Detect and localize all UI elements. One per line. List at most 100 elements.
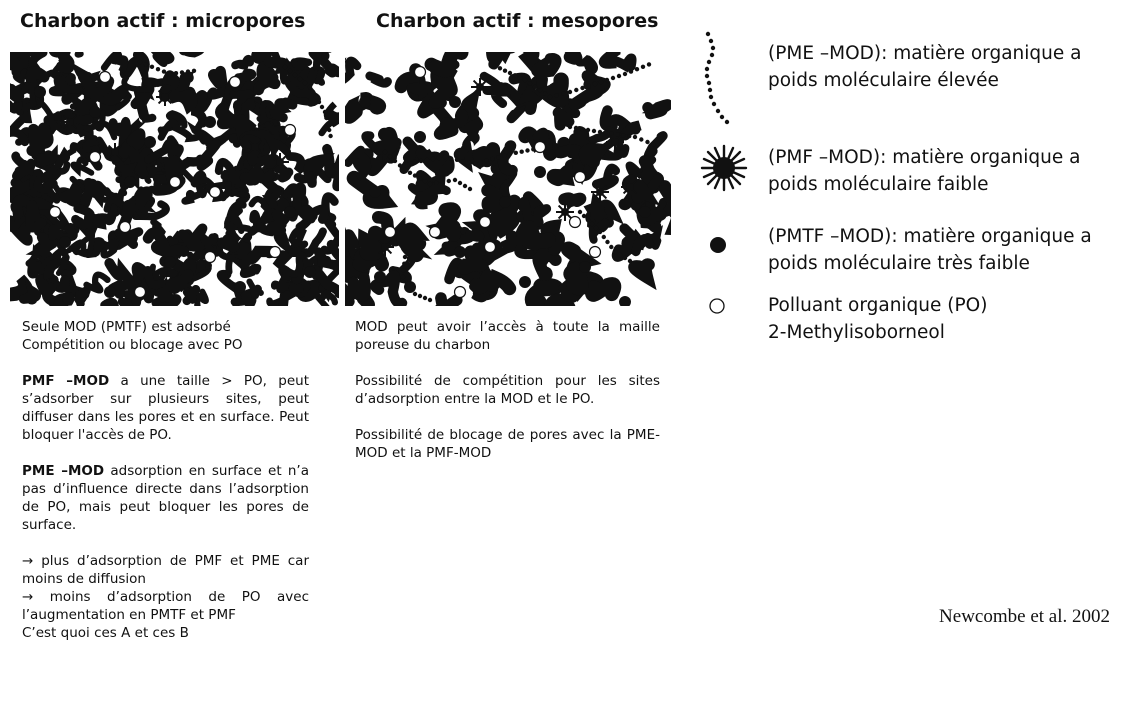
pme-chain <box>452 177 458 183</box>
pore-wall <box>283 183 318 224</box>
pore-wall <box>309 52 339 78</box>
pme-chain <box>412 159 418 165</box>
pore-wall <box>485 194 522 248</box>
pme-chain <box>167 71 173 77</box>
pme-chain <box>442 154 448 160</box>
po-circle <box>168 175 182 189</box>
po-circle <box>568 215 582 229</box>
chain-icon <box>704 31 730 125</box>
pme-chain <box>632 134 638 140</box>
star-core <box>595 187 605 197</box>
pore-wall <box>585 277 622 302</box>
pme-chain <box>313 94 319 100</box>
pme-chain <box>622 255 628 261</box>
micropores-line: Seule MOD (PMTF) est adsorbé <box>22 319 231 335</box>
legend-label: (PME –MOD): matière organique a <box>768 43 1082 64</box>
pore-wall <box>276 251 307 294</box>
pore-wall <box>41 161 71 204</box>
pore-wall <box>266 296 283 306</box>
pore-wall <box>554 144 585 175</box>
pme-chain <box>525 148 530 153</box>
pore-wall <box>177 223 210 252</box>
pore-wall <box>74 286 91 306</box>
pme-chain <box>287 68 293 74</box>
pore-wall <box>370 270 408 306</box>
mesopores-paragraph: Possibilité de compétition pour les site… <box>355 373 660 407</box>
pmtf-dot <box>374 271 386 283</box>
pore-wall <box>396 222 433 263</box>
pme-chain <box>161 69 167 74</box>
pme-chain <box>527 81 533 86</box>
pore-wall <box>11 151 36 181</box>
pore-wall <box>47 224 78 242</box>
legend-item-pmf: (PMF –MOD): matière organique a poids mo… <box>700 140 1120 200</box>
pore-wall <box>414 182 451 210</box>
pore-wall <box>108 116 132 150</box>
pore-wall <box>190 90 208 128</box>
po-circle <box>228 75 242 89</box>
pme-chain <box>422 179 428 184</box>
pore-wall <box>558 192 587 209</box>
pore-wall <box>157 118 205 143</box>
question-line: C’est quoi ces A et ces B <box>22 625 189 641</box>
pme-chain <box>149 64 155 69</box>
pme-chain <box>310 89 316 95</box>
pore-wall <box>345 56 362 84</box>
pore-wall <box>631 234 655 257</box>
pme-chain <box>460 159 466 164</box>
po-circle <box>573 170 587 184</box>
pore-wall <box>21 82 37 113</box>
pore-wall <box>70 156 95 177</box>
citation: Newcombe et al. 2002 <box>939 606 1110 627</box>
pme-chain <box>579 126 585 132</box>
pore-wall <box>37 146 71 184</box>
pme-chain <box>627 258 633 264</box>
pore-wall <box>55 184 85 208</box>
pore-wall <box>126 128 146 150</box>
pore-wall <box>251 52 275 65</box>
pme-chain <box>322 109 328 115</box>
pore-wall <box>118 128 155 180</box>
pme-chain <box>462 183 468 189</box>
pore-wall <box>35 270 59 297</box>
pme-chain <box>324 115 329 121</box>
pore-wall <box>26 122 54 157</box>
pore-wall <box>371 127 401 162</box>
pme-chain <box>430 156 436 162</box>
pme-chain <box>502 153 507 158</box>
pme-chain <box>581 213 587 219</box>
pmf-star <box>376 238 394 256</box>
pore-wall <box>552 107 575 131</box>
pore-wall <box>308 52 332 71</box>
pore-wall <box>25 232 58 262</box>
pore-wall <box>518 196 552 227</box>
pmtf-dot <box>454 246 466 258</box>
pore-wall <box>114 227 144 249</box>
pme-chain <box>615 132 620 137</box>
pore-wall <box>543 293 576 306</box>
pmtf-dot <box>164 256 176 268</box>
star-core <box>110 147 120 157</box>
mesopores-paragraph: Possibilité de blocage de pores avec la … <box>355 427 660 461</box>
pme-chain <box>589 221 595 227</box>
pore-wall <box>33 167 51 194</box>
pme-chain <box>507 70 513 76</box>
pmf-star <box>156 88 174 106</box>
po-circle <box>88 150 102 164</box>
pme-chain <box>302 80 308 86</box>
pme-chain <box>622 71 628 77</box>
pme-chain <box>143 62 149 67</box>
micropores-title: Charbon actif : micropores <box>20 10 306 32</box>
pore-wall <box>524 277 563 306</box>
po-circle <box>453 285 467 299</box>
circle-icon <box>709 298 725 314</box>
star-core <box>65 117 75 127</box>
pme-chain <box>191 68 197 73</box>
pme-chain <box>628 69 634 74</box>
pme-chain <box>537 88 543 93</box>
pmtf-dot <box>34 86 46 98</box>
pore-wall <box>142 227 190 259</box>
pme-chain <box>627 134 632 139</box>
pme-chain <box>609 131 614 136</box>
pmf-star <box>271 153 289 171</box>
